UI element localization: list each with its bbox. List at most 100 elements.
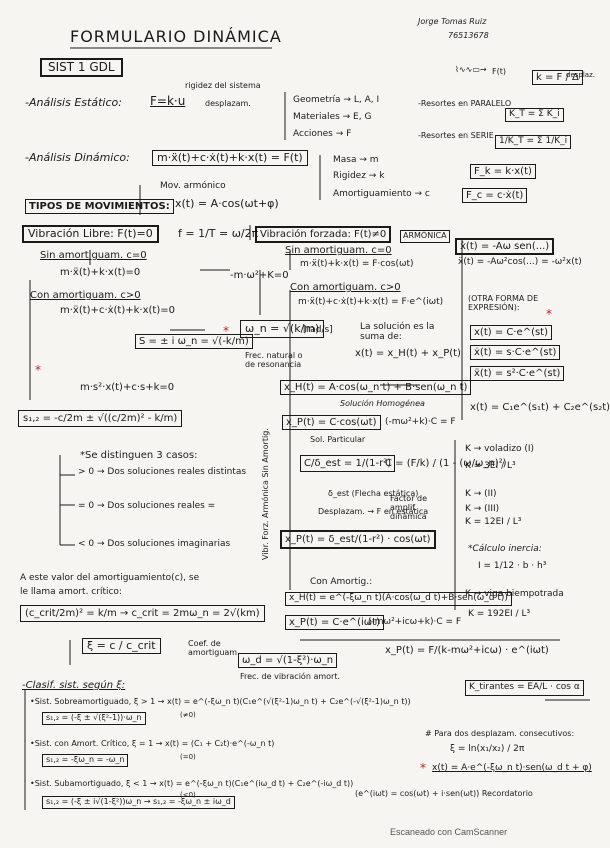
star-mark: *	[223, 324, 229, 338]
static-label: -Análisis Estático:	[25, 96, 122, 109]
otra-forma: (OTRA FORMA DE EXPRESIÓN):	[468, 294, 539, 312]
caso-1: > 0 → Dos soluciones reales distintas	[78, 467, 247, 477]
vertical-label: Vibr. Forz. Armónica Sin Amortig.	[261, 428, 270, 560]
xd-exp: ẋ(t) = s·C·e^(st)	[470, 345, 561, 360]
con-amort-eq: m·ẍ(t)+c·ẋ(t)+k·x(t)=0	[60, 305, 175, 316]
para-dos: # Para dos desplazam. consecutivos:	[425, 729, 575, 738]
star-mark: *	[420, 761, 426, 775]
rigidez-note: rigidez del sistema	[185, 81, 261, 90]
critico-s: s₁,₂ = -ξω_n = -ω_n	[42, 754, 129, 767]
author-name: Jorge Tomas Ruiz	[418, 17, 487, 26]
x-exp: x(t) = C·e^(st)	[470, 325, 553, 340]
calculo-inercia: *Cálculo inercia:	[468, 544, 542, 554]
libre-char: -m·ω²+K=0	[230, 270, 289, 281]
page-title: FORMULARIO DINÁMICA	[70, 27, 282, 46]
forz-con-amort-eq: m·ẍ(t)+c·ẋ(t)+k·x(t) = F·e^(iωt)	[298, 297, 444, 307]
k-ii: K → (II)	[465, 489, 497, 499]
star-mark: *	[546, 307, 552, 321]
amortiguamiento: Amortiguamiento → c	[333, 189, 430, 199]
wn-units: [rad/s]	[303, 325, 333, 335]
xi-eq: ξ = c / c_crit	[82, 638, 161, 655]
spring-diagram-icon: ⌇∿∿▭→	[455, 65, 487, 74]
xddot-eq: ẍ(t) = -Aω²cos(...) = -ω²x(t)	[458, 257, 582, 267]
viga-eq: K = 192EI / L³	[468, 609, 531, 619]
xp-sub: (-mω²+k)·C = F	[385, 417, 456, 427]
critico-text-1: A este valor del amortiguamiento(c), se	[20, 573, 200, 583]
xdot-eq: ẋ(t) = -Aω sen(...)	[455, 238, 555, 255]
forz-sin-amort-eq: m·ẍ(t)+k·x(t) = F·cos(ωt)	[300, 259, 414, 269]
resortes-paralelo: -Resortes en PARALELO	[418, 99, 512, 108]
factor-note: Factor de amplif. dinámica	[390, 494, 428, 521]
xp-final: x_P(t) = δ_est/(1-r²) · cos(ωt)	[280, 530, 436, 549]
sub-note: (<0)	[180, 791, 196, 799]
s12-formula: s₁,₂ = -c/2m ± √((c/2m)² - k/m)	[18, 410, 183, 427]
star-mark: *	[35, 363, 41, 377]
forz-con-amort: Con amortiguam. c>0	[290, 282, 401, 293]
c-formula: C = (F/k) / (1 - (ω/ω_n)²)	[385, 458, 507, 469]
sub-s: s₁,₂ = (-ξ ± i√(1-ξ²))ω_n → s₁,₂ = -ξω_n…	[42, 796, 235, 809]
desplaz-note: desplazam.	[205, 99, 251, 108]
critico-eq: •Sist. con Amort. Crítico, ξ = 1 → x(t) …	[30, 739, 275, 748]
suma-eq: x(t) = x_H(t) + x_P(t)	[355, 348, 461, 359]
dynamic-formula: m·ẍ(t)+c·ẋ(t)+k·x(t) = F(t)	[152, 150, 308, 167]
acciones: Acciones → F	[293, 129, 352, 139]
caso-3: < 0 → Dos soluciones imaginarias	[78, 539, 231, 549]
xh2-eq: x_H(t) = e^(-ξω_n t)(A·cos(ω_d t)+B·sen(…	[285, 592, 512, 606]
desplazam-note: Desplazam. → F en estática	[318, 507, 429, 516]
sobre-s: s₁,₂ = (-ξ ± √(ξ²-1))·ω_n	[42, 712, 146, 725]
critico-note: (=0)	[180, 753, 196, 761]
masa: Masa → m	[333, 155, 379, 165]
k-formula: k = F / Δ	[532, 70, 583, 85]
frec-natural: Frec. natural o de resonancia	[245, 351, 303, 369]
xp2-final: x_P(t) = F/(k-mω²+icω) · e^(iωt)	[385, 645, 549, 656]
sobre-note: (≠0)	[180, 711, 196, 719]
clasif-heading: -Clasif. sist. según ξ:	[22, 680, 126, 691]
critico-text-2: le llama amort. crítico:	[20, 587, 122, 597]
libre-eq: m·ẍ(t)+k·x(t)=0	[60, 267, 141, 278]
xp2-eq: x_P(t) = C·e^(iωt)	[285, 615, 384, 630]
sub-eq: •Sist. Subamortiguado, ξ < 1 → x(t) = e^…	[30, 779, 354, 788]
rigidez: Rigidez → k	[333, 171, 385, 181]
ccrit-eq: (c_crit/2m)² = k/m → c_crit = 2mω_n = 2√…	[20, 605, 265, 622]
forzada-heading: Vibración forzada: F(t)≠0	[255, 226, 392, 243]
sol-particular: Sol. Particular	[310, 435, 366, 444]
materiales: Materiales → E, G	[293, 112, 372, 122]
xi-log: ξ = ln(x₁/x₂) / 2π	[450, 744, 525, 754]
caso-2: = 0 → Dos soluciones reales =	[78, 501, 216, 511]
wd-label: Frec. de vibración amort.	[240, 672, 340, 681]
serie-formula: 1/K_T = Σ 1/K_i	[495, 135, 572, 149]
x-sol: x(t) = A·e^(-ξω_n t)·sen(ω_d t + φ)	[432, 763, 592, 773]
inercia-eq: I = 1/12 · b · h³	[478, 561, 547, 571]
k-iii-eq: K = 12EI / L³	[465, 517, 522, 527]
s-formula: S = ± i ω_n = √(-k/m)	[135, 334, 253, 349]
c-short: C/δ_est = 1/(1-r²)	[300, 455, 396, 472]
forz-sin-amort: Sin amortiguam. c=0	[285, 245, 392, 256]
wd-eq: ω_d = √(1-ξ²)·ω_n	[238, 653, 338, 668]
tipos-heading: TIPOS DE MOVIMIENTOS:	[25, 199, 174, 214]
fk-formula: F_k = k·x(t)	[470, 164, 536, 179]
paralelo-formula: K_T = Σ K_i	[505, 108, 564, 122]
xp-eq: x_P(t) = C·cos(ωt)	[282, 415, 381, 430]
solucion-text: La solución es la suma de:	[360, 322, 435, 342]
k-note: desplaz.	[566, 71, 595, 79]
con-amortig: Con Amortig.:	[310, 577, 373, 587]
con-amort: Con amortiguam. c>0	[30, 290, 141, 301]
xdd-exp: ẍ(t) = s²·C·e^(st)	[470, 366, 565, 381]
freq-formula: f = 1/T = ω/2π	[178, 227, 259, 240]
x-armonico: x(t) = A·cos(ωt+φ)	[175, 197, 279, 210]
sobre-eq: •Sist. Sobreamortiguado, ξ > 1 → x(t) = …	[30, 697, 411, 706]
xh-eq: x_H(t) = A·cos(ω_n t) + B·sen(ω_n t)	[280, 380, 472, 395]
geometria: Geometría → L, A, I	[293, 95, 380, 105]
char-eq: m·s²·x(t)+c·s+k=0	[80, 382, 175, 393]
author-id: 76513678	[448, 31, 489, 40]
xi-label: Coef. de amortiguam.	[188, 639, 240, 657]
wn-formula: ω_n = √(k/m)	[240, 320, 325, 339]
mov-armonico: Mov. armónico	[160, 181, 226, 191]
section-label: SIST 1 GDL	[40, 58, 123, 78]
armonica-tag: ARMÓNICA	[400, 230, 450, 243]
dynamic-label: -Análisis Dinámico:	[25, 151, 130, 164]
k-iii: K → (III)	[465, 504, 500, 514]
libre-sin-amort: Sin amortiguam. c=0	[40, 250, 147, 261]
xp2-sub: (-mω²+icω+k)·C = F	[368, 617, 462, 627]
footer-watermark: Escaneado con CamScanner	[390, 827, 508, 837]
